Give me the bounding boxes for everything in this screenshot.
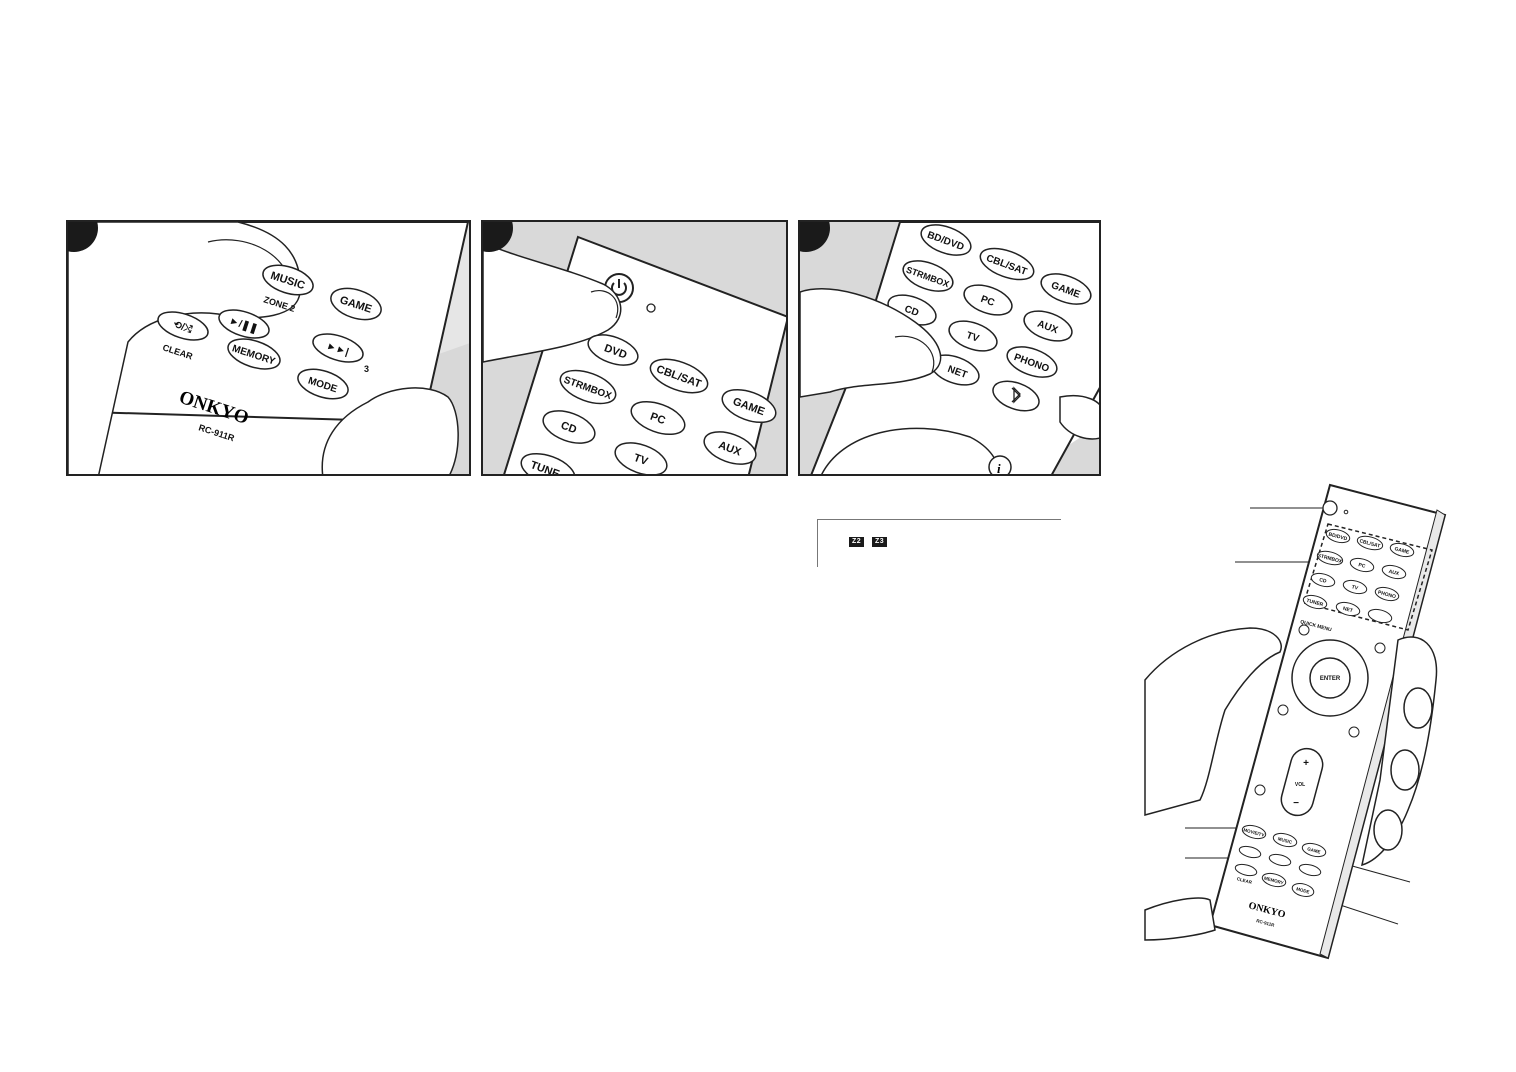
phono-button[interactable]: PHONO xyxy=(1003,341,1061,383)
aux-button[interactable]: AUX xyxy=(1381,563,1407,581)
volume-rocker[interactable] xyxy=(1278,745,1327,819)
svg-text:MUSIC: MUSIC xyxy=(1277,836,1293,845)
svg-text:MODE: MODE xyxy=(1296,886,1310,894)
enter-button[interactable] xyxy=(1309,657,1351,699)
svg-text:TUNER: TUNER xyxy=(1306,598,1325,608)
repeat-button[interactable] xyxy=(1234,862,1258,877)
memory-button[interactable]: MEMORY xyxy=(1261,871,1287,889)
pc-button[interactable]: PC xyxy=(960,279,1016,321)
pc-button[interactable]: PC xyxy=(1349,556,1375,574)
tv-button[interactable]: TV xyxy=(1342,578,1368,596)
zone2-tag: Z2 xyxy=(849,537,865,547)
indicator-led xyxy=(646,303,656,313)
step-panel-1: MUSIC GAME ZONE 2 ►/❚❚ ►►| 3 ⟲/⤭ CLEAR M… xyxy=(66,220,471,476)
zone3-number: 3 xyxy=(364,364,369,374)
info-icon[interactable] xyxy=(988,455,1012,476)
game-button[interactable]: GAME xyxy=(1037,268,1095,310)
step-panel-2: DVD CBL/SAT GAME STRMBOX PC AUX CD TV xyxy=(481,220,788,476)
net-button[interactable]: NET xyxy=(1335,600,1361,618)
svg-text:PC: PC xyxy=(1358,562,1367,570)
game-button[interactable]: GAME xyxy=(327,283,385,326)
pc-button[interactable]: PC xyxy=(627,395,689,440)
cbl-sat-button[interactable]: CBL/SAT xyxy=(646,353,712,400)
volume-down-label: − xyxy=(1293,798,1299,809)
callout-line-game xyxy=(1344,863,1411,883)
indicator-led xyxy=(1343,509,1349,515)
game-mode-button[interactable]: GAME xyxy=(1301,841,1327,859)
play-pause-button[interactable] xyxy=(1268,852,1292,867)
bluetooth-icon xyxy=(1011,386,1021,404)
remote-illustration-3: BD/DVD CBL/SAT GAME STRMBOX PC AUX CD T xyxy=(800,222,1099,476)
next-button[interactable]: ►►| xyxy=(310,329,367,368)
prev-button[interactable] xyxy=(1238,844,1262,859)
clear-label: CLEAR xyxy=(1236,876,1253,885)
svg-text:CD: CD xyxy=(1318,577,1327,585)
back-button[interactable] xyxy=(1348,726,1360,738)
quick-menu-button[interactable] xyxy=(1298,624,1310,636)
bd-dvd-button[interactable]: BD/DVD xyxy=(917,222,975,261)
cbl-sat-button[interactable]: CBL/SAT xyxy=(1356,534,1384,552)
svg-text:MEMORY: MEMORY xyxy=(1264,875,1285,885)
tv-button[interactable]: TV xyxy=(611,437,671,476)
dvd-button[interactable]: DVD xyxy=(584,329,642,371)
cd-button[interactable]: CD xyxy=(539,405,599,450)
info-icon[interactable] xyxy=(1374,642,1386,654)
home-button[interactable] xyxy=(1277,704,1289,716)
memory-button[interactable]: MEMORY xyxy=(224,333,283,374)
movie-tv-button[interactable]: MOVIE/TV xyxy=(1241,823,1267,841)
bd-dvd-button[interactable]: BD/DVD xyxy=(1325,527,1351,545)
aux-button[interactable]: AUX xyxy=(700,426,760,471)
aux-button[interactable]: AUX xyxy=(1020,305,1076,347)
svg-text:GAME: GAME xyxy=(1394,546,1411,556)
net-button[interactable]: NET xyxy=(927,349,983,391)
next-button[interactable] xyxy=(1298,862,1322,877)
tuner-button[interactable]: TUNE xyxy=(517,447,579,476)
remote-illustration-2: DVD CBL/SAT GAME STRMBOX PC AUX CD TV xyxy=(483,222,786,476)
bluetooth-button[interactable] xyxy=(1367,607,1393,625)
bluetooth-button[interactable] xyxy=(989,376,1043,417)
svg-text:CD: CD xyxy=(559,420,578,437)
tv-button[interactable]: TV xyxy=(945,315,1001,357)
svg-text:AUX: AUX xyxy=(1388,569,1400,578)
power-button[interactable] xyxy=(1322,500,1338,516)
zone3-tag: Z3 xyxy=(872,537,888,547)
svg-text:CD: CD xyxy=(903,304,920,319)
remote-overview: BD/DVD CBL/SAT GAME STRMBOX PC AUX CD TV… xyxy=(1144,483,1447,960)
cd-button[interactable]: CD xyxy=(1310,571,1336,589)
svg-text:TV: TV xyxy=(632,452,650,468)
svg-text:MOVIE/TV: MOVIE/TV xyxy=(1243,827,1265,837)
music-button[interactable]: MUSIC xyxy=(1272,831,1298,849)
svg-text:⟲/⤭: ⟲/⤭ xyxy=(172,318,194,335)
svg-text:TV: TV xyxy=(1351,584,1359,592)
svg-text:i: i xyxy=(997,461,1001,476)
repeat-shuffle-button[interactable]: ⟲/⤭ xyxy=(155,307,212,346)
svg-text:NET: NET xyxy=(1342,606,1353,614)
model-label: RC-911R xyxy=(197,422,236,443)
mode-button[interactable]: MODE xyxy=(1291,881,1315,898)
game-button[interactable]: GAME xyxy=(718,383,780,428)
svg-text:GAME: GAME xyxy=(1307,846,1321,854)
mode-button[interactable]: MODE xyxy=(294,364,351,405)
volume-label: VOL xyxy=(1295,782,1305,788)
tuner-button[interactable]: TUNER xyxy=(1302,593,1328,611)
svg-text:PC: PC xyxy=(648,411,667,428)
mute-button[interactable] xyxy=(1254,784,1266,796)
remote-illustration-1: MUSIC GAME ZONE 2 ►/❚❚ ►►| 3 ⟲/⤭ CLEAR M… xyxy=(68,222,469,474)
game-input-button[interactable]: GAME xyxy=(1389,541,1415,559)
volume-up-label: + xyxy=(1303,758,1309,769)
svg-text:BD/DVD: BD/DVD xyxy=(1328,532,1348,543)
svg-text:CBL/SAT: CBL/SAT xyxy=(1359,538,1381,549)
svg-text:ENTER: ENTER xyxy=(1320,676,1341,682)
note-box: Z2 Z3 xyxy=(817,519,1061,567)
svg-text:PC: PC xyxy=(979,294,996,309)
phono-button[interactable]: PHONO xyxy=(1374,585,1400,603)
step-panel-3: BD/DVD CBL/SAT GAME STRMBOX PC AUX CD T xyxy=(798,220,1101,476)
svg-text:PHONO: PHONO xyxy=(1377,590,1396,601)
strmbox-button[interactable]: STRMBOX xyxy=(1316,549,1344,567)
model-label: RC-911R xyxy=(1256,918,1276,928)
music-button[interactable]: MUSIC xyxy=(259,260,316,301)
svg-text:TV: TV xyxy=(965,330,981,345)
play-pause-button[interactable]: ►/❚❚ xyxy=(216,305,273,344)
